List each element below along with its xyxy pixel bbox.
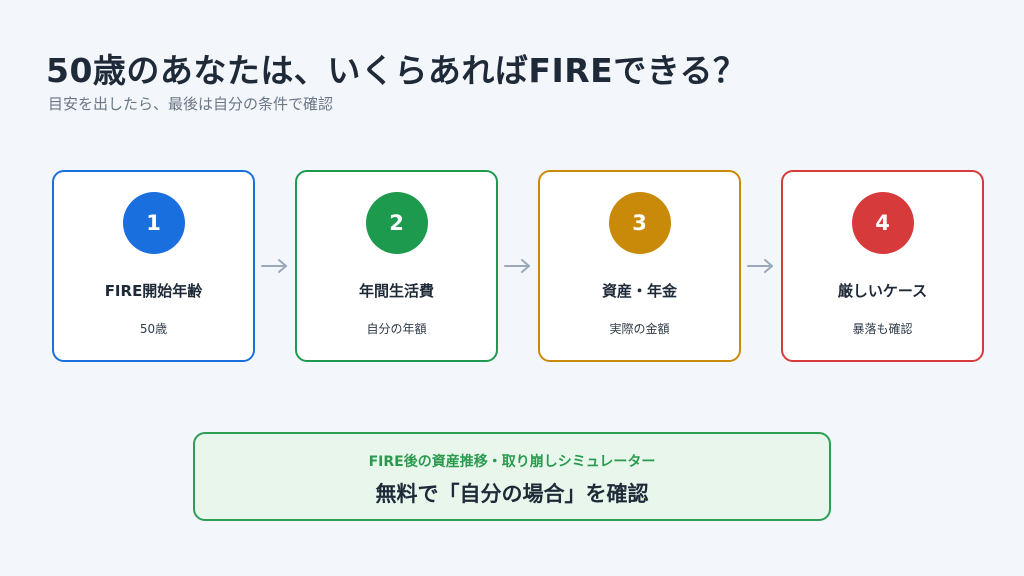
- arrow-right-icon: [504, 259, 530, 273]
- step-label: 厳しいケース: [837, 282, 928, 300]
- page-title: 50歳のあなたは、いくらあればFIREできる？: [46, 51, 747, 90]
- step-sublabel: 暴落も確認: [852, 322, 913, 336]
- step-card-2: 2 年間生活費 自分の年額: [295, 170, 498, 362]
- cta-heading: FIRE後の資産推移・取り崩しシミュレーター: [368, 454, 656, 470]
- step-card-3: 3 資産・年金 実際の金額: [538, 170, 741, 362]
- step-label: FIRE開始年齢: [104, 282, 203, 300]
- simulator-cta-box[interactable]: FIRE後の資産推移・取り崩しシミュレーター 無料で「自分の場合」を確認: [193, 432, 831, 521]
- step-sublabel: 実際の金額: [609, 322, 670, 336]
- arrow-right-icon: [747, 259, 773, 273]
- step-label: 資産・年金: [601, 282, 677, 300]
- step-sublabel: 自分の年額: [366, 322, 427, 336]
- cta-main-text: 無料で「自分の場合」を確認: [375, 482, 649, 506]
- step-card-4: 4 厳しいケース 暴落も確認: [781, 170, 984, 362]
- step-sublabel: 50歳: [139, 322, 168, 336]
- step-card-1: 1 FIRE開始年齢 50歳: [52, 170, 255, 362]
- steps-flow: 1 FIRE開始年齢 50歳 2 年間生活費 自分の年額 3 資産・年金 実際の…: [52, 170, 986, 364]
- arrow-right-icon: [261, 259, 287, 273]
- step-number-badge: 4: [851, 192, 914, 254]
- step-number-badge: 3: [608, 192, 671, 254]
- step-number-badge: 2: [365, 192, 428, 254]
- step-number-badge: 1: [122, 192, 185, 254]
- step-label: 年間生活費: [358, 282, 434, 300]
- page-subtitle: 目安を出したら、最後は自分の条件で確認: [48, 95, 334, 113]
